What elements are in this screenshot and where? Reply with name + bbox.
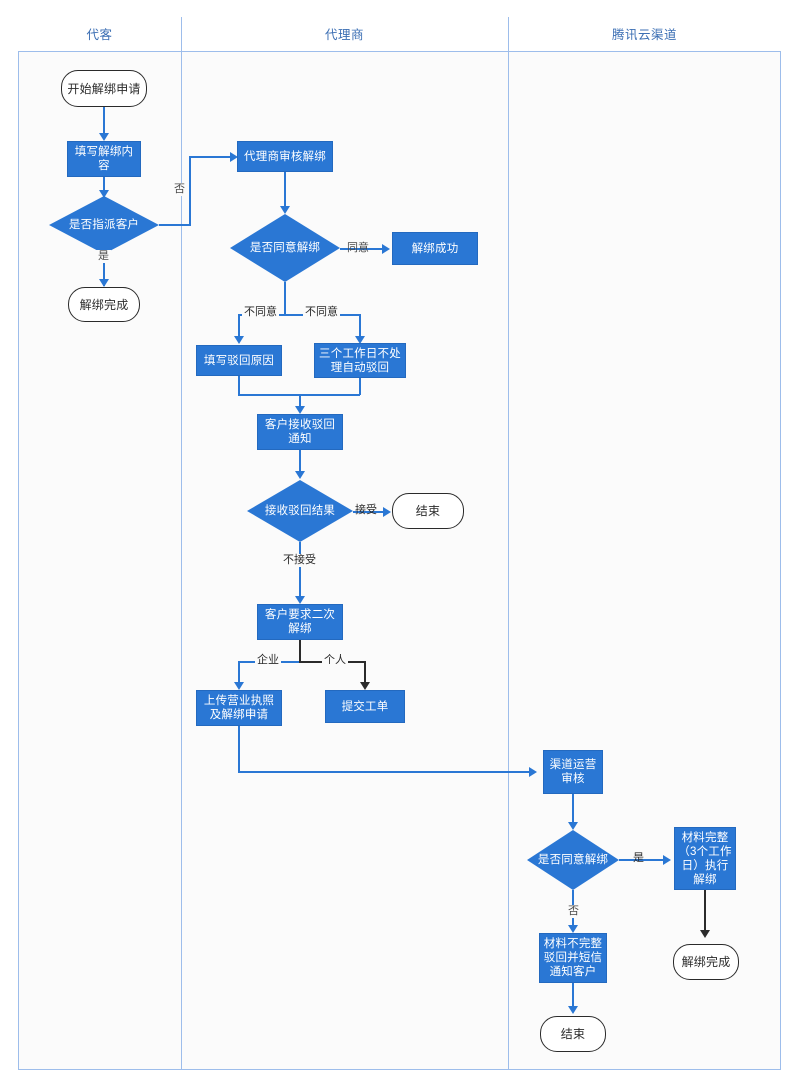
arrow-accept	[383, 507, 391, 517]
arrow-agentreview-to-decision	[280, 206, 290, 214]
edge-label-agree: 同意	[347, 242, 369, 254]
edge-label-enterprise: 企业	[255, 654, 281, 667]
arrow-no2	[568, 925, 578, 933]
edge-assign-yes	[103, 254, 105, 286]
edge-label-disagree-right: 不同意	[303, 306, 340, 319]
arrow-disagree-left	[234, 336, 244, 344]
node-label: 接收驳回结果	[264, 505, 336, 517]
edge-second-stem	[299, 640, 301, 662]
node-upload-license[interactable]: 上传营业执照 及解绑申请	[196, 690, 282, 726]
edge-upload-to-channel	[238, 771, 535, 773]
edge-fill-to-decision	[103, 177, 105, 195]
edge-notaccept-v	[299, 542, 301, 602]
lane-divider-2	[508, 17, 509, 1070]
node-unbind-done-2[interactable]: 解绑完成	[673, 944, 739, 980]
edge-start-to-fill	[103, 107, 105, 135]
edge-disagree-left-v	[238, 314, 240, 340]
node-material-complete[interactable]: 材料完整 （3个工作 日）执行 解绑	[674, 827, 736, 890]
arrow-notaccept	[295, 596, 305, 604]
edge-label-no-2: 否	[566, 905, 581, 918]
swimlane-frame	[18, 17, 781, 1070]
arrow-incomplete-to-end	[568, 1006, 578, 1014]
node-fill-reject-reason[interactable]: 填写驳回原因	[196, 345, 282, 376]
edge-reject-right-down	[359, 378, 361, 395]
node-unbind-done-1[interactable]: 解绑完成	[68, 287, 140, 322]
edge-enterprise-v	[238, 661, 240, 686]
arrow-notice-to-result	[295, 471, 305, 479]
node-auto-reject-3days[interactable]: 三个工作日不处 理自动驳回	[314, 343, 406, 378]
edge-agentreview-to-decision	[284, 172, 286, 211]
node-submit-ticket[interactable]: 提交工单	[325, 690, 405, 723]
node-agree-unbind[interactable]: 是否同意解绑	[230, 214, 340, 282]
edge-label-disagree-left: 不同意	[242, 306, 279, 319]
arrow-material-to-done	[700, 930, 710, 938]
arrow-agree	[382, 244, 390, 254]
edge-notice-to-result	[299, 450, 301, 477]
node-label: 是否同意解绑	[249, 242, 321, 254]
lane-divider-1	[181, 17, 182, 1070]
edge-yes2-h	[619, 859, 669, 861]
node-is-assign-customer[interactable]: 是否指派客户	[49, 196, 159, 254]
edge-material-to-done	[704, 890, 706, 935]
edge-disagree-right-v	[359, 314, 361, 340]
lane-title-agent: 代理商	[324, 28, 364, 42]
node-end-2[interactable]: 结束	[540, 1016, 606, 1052]
edge-agree-h	[340, 248, 388, 250]
edge-upload-down	[238, 726, 240, 773]
node-fill-unbind-content[interactable]: 填写解绑内 容	[67, 141, 141, 177]
edge-assign-no-v	[189, 156, 191, 225]
node-unbind-success[interactable]: 解绑成功	[392, 232, 478, 265]
edge-disagree-split	[239, 314, 361, 316]
edge-label-individual: 个人	[322, 654, 348, 667]
arrow-fill-to-decision	[99, 190, 109, 198]
edge-disagree-stem	[284, 282, 286, 315]
arrow-upload-to-channel	[529, 767, 537, 777]
arrow-merge-to-notice	[295, 406, 305, 414]
edge-reject-merge	[238, 394, 360, 396]
node-agent-review[interactable]: 代理商审核解绑	[237, 141, 333, 172]
edge-channel-to-decision	[572, 794, 574, 827]
edge-individual-v	[364, 661, 366, 686]
arrow-assign-no	[230, 152, 238, 162]
edge-merge-to-notice	[299, 394, 301, 411]
arrow-channel-to-decision	[568, 822, 578, 830]
node-receive-reject-result[interactable]: 接收驳回结果	[247, 480, 353, 542]
edge-assign-no-h1	[159, 224, 191, 226]
edge-incomplete-to-end	[572, 983, 574, 1011]
node-agree-unbind-2[interactable]: 是否同意解绑	[527, 830, 619, 890]
node-start-apply[interactable]: 开始解绑申请	[61, 70, 147, 107]
edge-label-no-1: 否	[172, 183, 187, 196]
node-material-incomplete[interactable]: 材料不完整 驳回并短信 通知客户	[539, 933, 607, 983]
node-customer-receive-reject[interactable]: 客户接收驳回 通知	[257, 414, 343, 450]
edge-accept-h	[353, 511, 389, 513]
lane-title-customer: 代客	[86, 28, 113, 42]
swimlane-header-band	[18, 17, 781, 52]
arrow-individual	[360, 682, 370, 690]
arrow-assign-yes	[99, 279, 109, 287]
edge-label-accept: 接受	[355, 504, 377, 516]
arrow-start-to-fill	[99, 133, 109, 141]
node-end-1[interactable]: 结束	[392, 493, 464, 529]
arrow-yes2	[663, 855, 671, 865]
edge-label-not-accept: 不接受	[281, 554, 318, 567]
edge-assign-no-h2	[189, 156, 236, 158]
node-label: 是否同意解绑	[537, 854, 609, 866]
edge-label-yes-2: 是	[633, 852, 644, 864]
edge-label-yes-1: 是	[96, 250, 111, 263]
node-customer-second-unbind[interactable]: 客户要求二次 解绑	[257, 604, 343, 640]
edge-reject-left-down	[238, 376, 240, 395]
node-channel-ops-review[interactable]: 渠道运营 审核	[543, 750, 603, 794]
arrow-enterprise	[234, 682, 244, 690]
lane-title-tencent: 腾讯云渠道	[611, 28, 677, 42]
arrow-disagree-right	[355, 336, 365, 344]
node-label: 是否指派客户	[68, 219, 140, 231]
